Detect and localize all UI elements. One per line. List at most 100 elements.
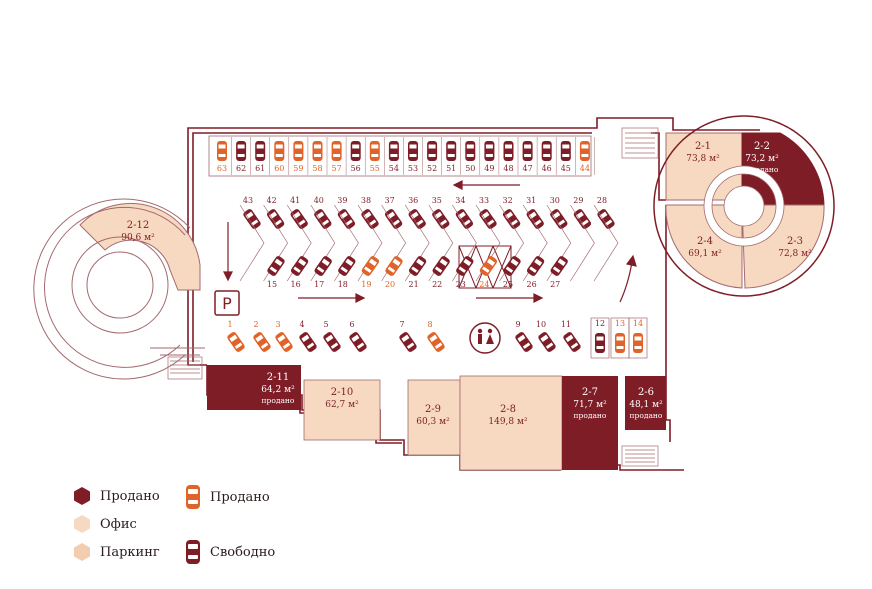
unit-2-10[interactable]	[303, 379, 381, 441]
parking-space-12[interactable]: 12	[595, 319, 605, 353]
parking-space-24[interactable]: 24	[479, 255, 499, 289]
unit-2-4[interactable]	[665, 204, 743, 289]
parking-space-19[interactable]: 19	[361, 255, 381, 289]
parking-space-53[interactable]: 53	[408, 141, 418, 173]
parking-space-57[interactable]: 57	[332, 141, 342, 173]
legend-office: Офис	[72, 514, 137, 534]
parking-space-16[interactable]: 16	[290, 255, 310, 289]
space-number-7: 7	[399, 320, 404, 329]
parking-space-10[interactable]: 10	[536, 320, 557, 353]
unit-2-3[interactable]	[741, 204, 825, 289]
unit-id: 2-12	[127, 220, 149, 231]
parking-space-21[interactable]: 21	[408, 255, 428, 289]
parking-space-41[interactable]: 41	[289, 196, 309, 230]
parking-space-20[interactable]: 20	[384, 255, 404, 289]
parking-space-8[interactable]: 8	[426, 320, 446, 353]
space-number-12: 12	[595, 319, 605, 328]
parking-space-63[interactable]: 63	[217, 141, 227, 173]
parking-space-55[interactable]: 55	[370, 141, 380, 173]
space-number-54: 54	[389, 164, 399, 173]
parking-space-52[interactable]: 52	[427, 141, 437, 173]
space-number-52: 52	[427, 164, 437, 173]
unit-sold-label: продано	[262, 396, 295, 405]
parking-space-17[interactable]: 17	[313, 255, 333, 289]
ring-corridor	[653, 115, 835, 297]
parking-space-13[interactable]: 13	[615, 319, 625, 353]
parking-space-22[interactable]: 22	[431, 255, 451, 289]
parking-space-4[interactable]: 4	[298, 320, 318, 353]
space-number-48: 48	[503, 164, 513, 173]
space-number-57: 57	[332, 164, 342, 173]
space-number-1: 1	[227, 320, 232, 329]
parking-space-49[interactable]: 49	[484, 141, 494, 173]
parking-space-48[interactable]: 48	[503, 141, 514, 173]
space-number-27: 27	[550, 280, 560, 289]
unit-2-9[interactable]	[407, 379, 461, 456]
unit-area: 72,8 м²	[778, 249, 812, 259]
space-number-37: 37	[385, 196, 395, 205]
parking-space-2[interactable]: 2	[252, 320, 272, 353]
space-number-8: 8	[427, 320, 432, 329]
parking-space-15[interactable]: 15	[266, 255, 286, 289]
legend-car-sold: Продано	[184, 484, 270, 510]
parking-space-7[interactable]: 7	[398, 320, 418, 353]
legend-car-sold-label: Продано	[210, 489, 270, 505]
space-number-32: 32	[503, 196, 513, 205]
space-number-16: 16	[291, 280, 301, 289]
parking-space-26[interactable]: 26	[526, 255, 546, 289]
parking-space-51[interactable]: 51	[446, 141, 456, 173]
space-number-55: 55	[370, 164, 380, 173]
parking-space-14[interactable]: 14	[633, 319, 643, 353]
parking-space-25[interactable]: 25	[502, 255, 522, 289]
space-number-29: 29	[573, 196, 583, 205]
unit-2-11[interactable]	[207, 365, 301, 410]
space-number-11: 11	[561, 320, 571, 329]
parking-space-46[interactable]: 46	[542, 141, 552, 173]
space-number-47: 47	[523, 164, 533, 173]
unit-2-12[interactable]	[79, 202, 201, 291]
parking-space-60[interactable]: 60	[274, 141, 284, 173]
space-number-22: 22	[432, 280, 442, 289]
parking-space-56[interactable]: 56	[351, 141, 361, 173]
parking-space-54[interactable]: 54	[389, 141, 399, 173]
space-number-63: 63	[217, 164, 227, 173]
parking-space-6[interactable]: 6	[348, 320, 368, 353]
space-number-9: 9	[515, 320, 520, 329]
parking-sign: P	[214, 290, 240, 316]
unit-label-2-1: 2-173,8 м²	[686, 141, 720, 164]
parking-space-23[interactable]: 23	[455, 255, 475, 289]
parking-space-50[interactable]: 50	[465, 141, 475, 173]
parking-space-5[interactable]: 5	[322, 320, 342, 353]
space-number-56: 56	[351, 164, 361, 173]
unit-area: 90,6 м²	[121, 233, 155, 243]
parking-space-58[interactable]: 58	[312, 141, 323, 173]
parking-space-45[interactable]: 45	[561, 141, 571, 173]
parking-space-62[interactable]: 62	[236, 141, 246, 173]
space-number-53: 53	[408, 164, 418, 173]
parking-space-11[interactable]: 11	[561, 320, 582, 353]
space-number-31: 31	[526, 196, 536, 205]
ramp-left	[33, 198, 205, 380]
parking-space-3[interactable]: 3	[274, 320, 294, 353]
space-number-3: 3	[275, 320, 280, 329]
parking-space-44[interactable]: 44	[580, 141, 590, 173]
parking-space-59[interactable]: 59	[293, 141, 303, 173]
unit-id: 2-9	[425, 404, 441, 415]
space-number-36: 36	[408, 196, 418, 205]
parking-space-9[interactable]: 9	[514, 320, 534, 353]
parking-space-47[interactable]: 47	[523, 141, 533, 173]
unit-2-7[interactable]	[562, 376, 618, 470]
legend-office-label: Офис	[100, 516, 137, 532]
unit-2-8[interactable]	[459, 375, 563, 471]
parking-space-1[interactable]: 1	[226, 320, 246, 353]
space-number-5: 5	[323, 320, 328, 329]
space-number-46: 46	[542, 164, 552, 173]
unit-2-6[interactable]	[625, 376, 666, 430]
parking-space-61[interactable]: 61	[255, 141, 265, 173]
parking-space-27[interactable]: 27	[549, 255, 569, 289]
parking-space-18[interactable]: 18	[337, 255, 357, 289]
